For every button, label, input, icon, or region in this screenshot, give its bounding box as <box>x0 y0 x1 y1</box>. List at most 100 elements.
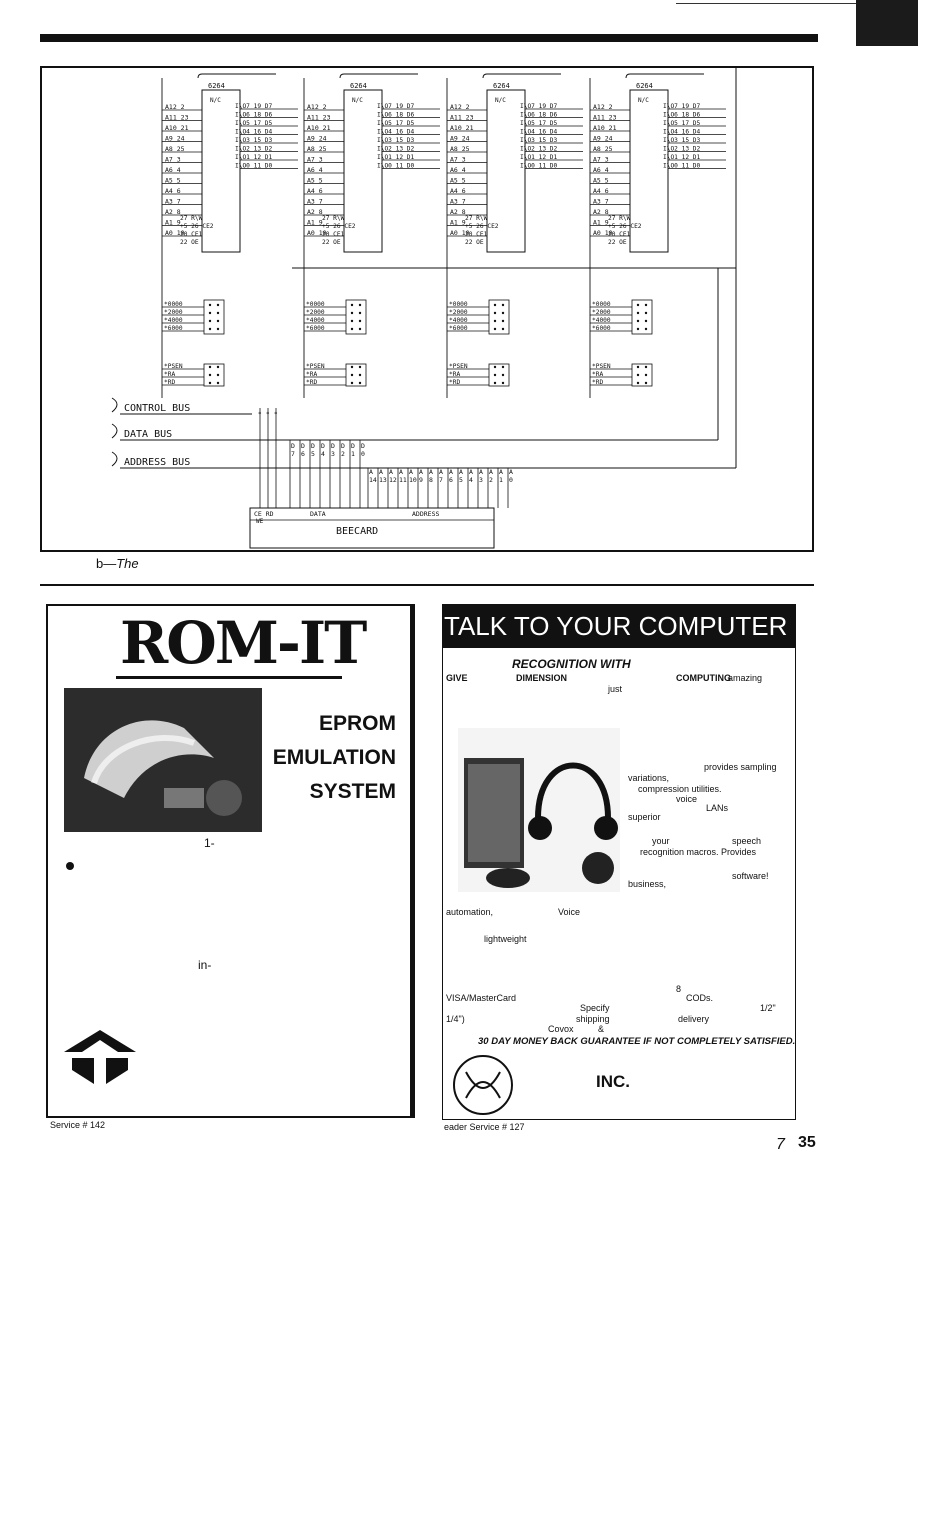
io-pin-label: I\O6 18 D6 <box>663 112 701 119</box>
jumper-pin <box>358 365 362 369</box>
text-bit: automation, <box>446 907 494 917</box>
address-pin-label: A10 21 <box>307 124 331 132</box>
jumper-pin <box>208 373 212 377</box>
bullet-icon <box>66 862 74 870</box>
address-pin-label: A7 3 <box>450 156 466 164</box>
address-pin-label: A5 5 <box>307 177 323 185</box>
word-give: GIVE <box>446 673 468 683</box>
address-jumper-label: *4000 <box>164 317 183 324</box>
chip-nc-label: N/C <box>638 97 649 104</box>
io-pin-label: I\O7 19 D7 <box>663 103 701 110</box>
address-jumper-block <box>631 299 653 335</box>
io-pin-label: I\O0 11 D0 <box>377 163 415 170</box>
address-line-digit: 13 <box>379 476 387 484</box>
address-jumper-label: *2000 <box>306 309 325 316</box>
io-pin-label: I\O3 15 D3 <box>235 137 273 144</box>
jumper-pin <box>636 365 640 369</box>
control-pin-label: 22 OE <box>465 239 484 246</box>
control-pin-label: 20 CE1 <box>465 231 488 238</box>
romit-ad-bar <box>410 604 415 1118</box>
address-pin-label: A4 6 <box>593 187 609 195</box>
address-pin-label: A9 24 <box>450 135 470 143</box>
text-bit: variations, <box>628 773 670 783</box>
data-line-letter: D <box>291 442 295 450</box>
control-jumper-label: *RA <box>306 371 317 378</box>
io-pin-label: I\O2 13 D2 <box>520 146 558 153</box>
jumper-pin <box>501 303 505 307</box>
io-pin-label: I\O2 13 D2 <box>663 146 701 153</box>
signal-mark: * <box>274 411 278 418</box>
jumper-pin <box>501 311 505 315</box>
address-line-letter: A <box>489 468 493 476</box>
text-bit: & <box>598 1024 605 1034</box>
jumper-pin <box>644 381 648 385</box>
text-bit: Voice <box>558 907 581 917</box>
service-number-left: Service # 142 <box>50 1120 106 1130</box>
address-line-digit: 2 <box>489 476 493 484</box>
address-pin-label: A4 6 <box>450 187 466 195</box>
data-line-letter: D <box>321 442 325 450</box>
address-pin-label: A7 3 <box>165 156 181 164</box>
address-pin-label: A8 25 <box>593 145 613 153</box>
text-bit: 1/2" <box>760 1003 776 1013</box>
address-pin-label: A5 5 <box>450 177 466 185</box>
address-line-digit: 3 <box>479 476 483 484</box>
io-pin-label: I\O4 16 D4 <box>235 129 273 136</box>
data-line-letter: D <box>311 442 315 450</box>
jumper-pin <box>358 303 362 307</box>
control-pin-label: 22 OE <box>322 239 341 246</box>
caption-italic: The <box>116 556 139 571</box>
caption-prefix: b— <box>96 556 117 571</box>
data-line-digit: 0 <box>361 450 365 458</box>
address-jumper-block <box>488 299 510 335</box>
jumper-pin <box>216 319 220 323</box>
jumper-pin <box>358 373 362 377</box>
beecard-label: BEECARD <box>336 526 378 537</box>
text-bit: provides sampling <box>704 762 777 772</box>
jumper-pin <box>493 319 497 323</box>
jumper-pin <box>636 327 640 331</box>
fragment-2: in- <box>198 958 212 972</box>
jumper-pin <box>216 373 220 377</box>
address-line-letter: A <box>389 468 393 476</box>
jumper-pin <box>644 365 648 369</box>
text-bit: compression utilities. <box>638 784 722 794</box>
address-jumper-label: *2000 <box>449 309 468 316</box>
chip-part-label: 6264 <box>208 82 225 90</box>
jumper-pin <box>501 365 505 369</box>
io-pin-label: I\O5 17 D5 <box>663 120 701 127</box>
io-pin-label: I\O7 19 D7 <box>520 103 558 110</box>
address-pin-label: A7 3 <box>593 156 609 164</box>
address-pin-label: A3 7 <box>165 198 181 206</box>
text-bit: software! <box>732 871 769 881</box>
text-bit: 8 <box>676 984 682 994</box>
io-pin-label: I\O5 17 D5 <box>235 120 273 127</box>
jumper-pin <box>644 311 648 315</box>
address-line-digit: 14 <box>369 476 377 484</box>
control-pin-label: +5 26 CE2 <box>608 223 642 230</box>
jumper-pin <box>350 327 354 331</box>
romit-logo: ROM-IT <box>120 609 367 677</box>
beecard-address-label: ADDRESS <box>412 510 439 518</box>
address-pin-label: A0 10 <box>593 229 613 237</box>
jumper-pin <box>216 327 220 331</box>
chip-body <box>629 89 669 253</box>
address-pin-label: A3 7 <box>593 198 609 206</box>
control-pin-label: 27 R\W <box>322 215 345 222</box>
address-jumper-label: *6000 <box>164 325 183 332</box>
jumper-pin <box>350 373 354 377</box>
chip-part-label: 6264 <box>493 82 510 90</box>
address-pin-label: A12 2 <box>593 103 613 111</box>
jumper-pin <box>644 327 648 331</box>
fragment-1: 1- <box>204 836 215 850</box>
address-jumper-label: *0000 <box>592 301 611 308</box>
text-bit: speech <box>732 836 762 846</box>
control-pin-label: 27 R\W <box>608 215 631 222</box>
chip-outline <box>482 73 561 79</box>
bus-bracket <box>111 397 118 413</box>
address-line-digit: 7 <box>439 476 443 484</box>
io-pin-label: I\O2 13 D2 <box>377 146 415 153</box>
data-line-letter: D <box>341 442 345 450</box>
beecard-box <box>249 507 495 549</box>
address-line-letter: A <box>419 468 423 476</box>
